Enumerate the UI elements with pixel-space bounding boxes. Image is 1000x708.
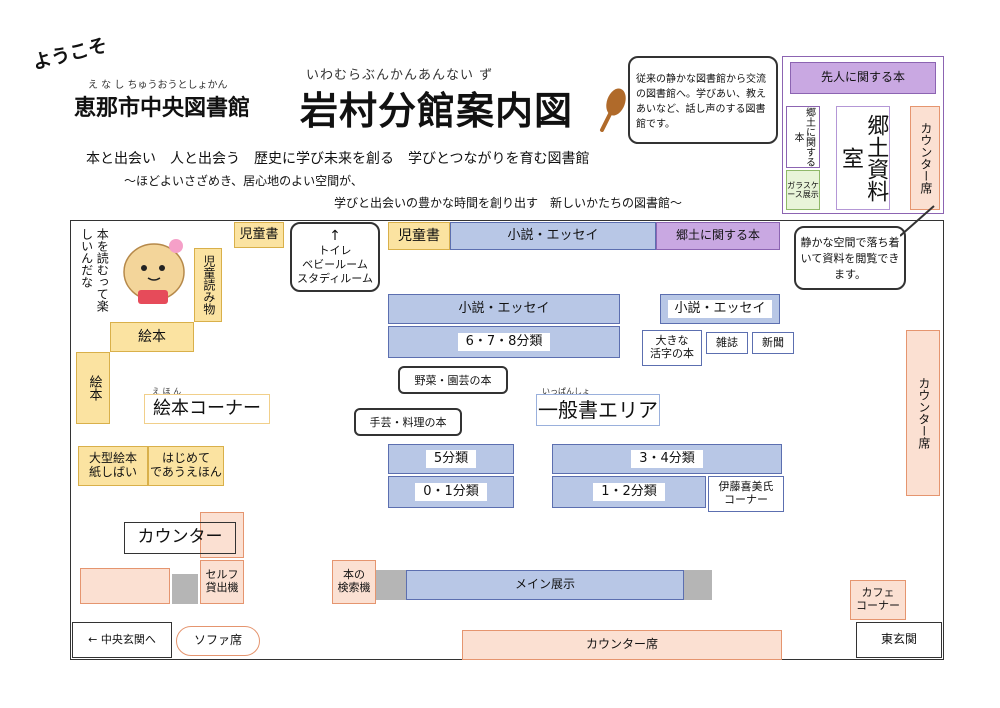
- subtitle-line-1: 〜ほどよいさざめき、居心地のよい空間が、: [124, 174, 363, 188]
- bunrui-678-label: 6・7・8分類: [457, 332, 551, 352]
- cafe-corner: カフェ コーナー: [850, 580, 906, 620]
- bunrui-678-shelf: 6・7・8分類: [388, 326, 620, 358]
- ehon-left-label: 絵本: [86, 375, 102, 401]
- ehon-corner-ruby: え ほ ん: [152, 387, 182, 396]
- kyodo-room-label: 郷土資料室: [838, 114, 889, 202]
- gray-block-mid-left: [376, 570, 406, 600]
- quiet-callout: 静かな空間で落ち着いて資料を閲覧できます。: [794, 226, 906, 290]
- ogata-ehon-shelf: 大型絵本 紙しばい: [78, 446, 148, 486]
- quiet-callout-pointer: [900, 205, 935, 237]
- counter-side-block: [200, 512, 244, 558]
- glass-case-display: ガラスケース展示: [786, 170, 820, 210]
- counter-label: カウンター: [137, 527, 223, 548]
- central-entrance[interactable]: ← 中央玄関へ: [72, 622, 172, 658]
- kyodo-room: 郷土資料室: [836, 106, 890, 210]
- ito-corner-shelf: 伊藤喜美氏 コーナー: [708, 476, 784, 512]
- restroom-text: トイレ ベビールーム スタディルーム: [297, 243, 373, 286]
- jido-shelf-mid: 児童書: [388, 222, 450, 250]
- ehon-shelf-left: 絵本: [76, 352, 110, 424]
- tanoshii-text: 本を読むって楽しいんだな: [79, 228, 110, 312]
- east-entrance[interactable]: 東玄関: [856, 622, 942, 658]
- kyodo-shelf-vertical: 郷土に関する本: [786, 106, 820, 168]
- library-name-ruby: え な し ちゅうおうとしょかん: [88, 80, 228, 91]
- large-print-shelf: 大きな 活字の本: [642, 330, 702, 366]
- central-entrance-label: ← 中央玄関へ: [88, 632, 156, 646]
- bunrui-01-shelf: 0・1分類: [388, 476, 514, 508]
- bunrui-5-label: 5分類: [425, 449, 477, 469]
- counter-seat-right: カウンター席: [906, 330, 940, 496]
- shosetsu-right-label: 小説・エッセイ: [668, 299, 772, 319]
- magazine-shelf: 雑誌: [706, 332, 748, 354]
- sofa-label: ソファ席: [193, 633, 242, 648]
- restroom-callout: ↑ トイレ ベビールーム スタディルーム: [290, 222, 380, 292]
- bunrui-34-shelf: 3・4分類: [552, 444, 782, 474]
- library-name: 恵那市中央図書館: [74, 96, 251, 121]
- ehon-corner-label: 絵本コーナー: [144, 394, 270, 424]
- title-ruby: いわむらぶんかんあんない ず: [306, 68, 494, 83]
- local-room-frame: [782, 56, 944, 214]
- book-search-terminal: 本の 検索機: [332, 560, 376, 604]
- east-entrance-label: 東玄関: [880, 632, 917, 647]
- left-bottom-seat: [80, 568, 170, 604]
- general-area-text: 一般書エリア: [538, 397, 658, 422]
- craft-callout: 手芸・料理の本: [354, 408, 462, 436]
- bunrui-12-label: 1・2分類: [593, 482, 665, 502]
- senjin-shelf: 先人に関する本: [790, 62, 936, 94]
- ehon-corner-text: 絵本コーナー: [153, 397, 261, 419]
- counter-seat-bottom: カウンター席: [462, 630, 782, 660]
- sofa-seats: ソファ席: [176, 626, 260, 656]
- self-checkout-machine: セルフ 貸出機: [200, 560, 244, 604]
- shosetsu-shelf-top: 小説・エッセイ: [450, 222, 656, 250]
- shosetsu-shelf-mid: 小説・エッセイ: [388, 294, 620, 324]
- concept-callout: 従来の静かな図書館から交流の図書館へ。学びあい、教えあいなど、話し声のする図書館…: [628, 56, 778, 144]
- vegetable-callout: 野菜・園芸の本: [398, 366, 508, 394]
- concept-text: 従来の静かな図書館から交流の図書館へ。学びあい、教えあいなど、話し声のする図書館…: [636, 74, 766, 130]
- bunrui-12-shelf: 1・2分類: [552, 476, 706, 508]
- craft-text: 手芸・料理の本: [369, 416, 447, 429]
- ehon-shelf-top: 絵本: [110, 322, 194, 352]
- bunrui-01-label: 0・1分類: [415, 482, 487, 502]
- main-display: メイン展示: [406, 570, 684, 600]
- up-arrow-icon: ↑: [329, 227, 341, 244]
- jido-yomimono-shelf: 児童読み物: [194, 248, 222, 322]
- mascot-icon: [123, 239, 185, 304]
- gray-block-mid-right: [684, 570, 712, 600]
- general-area-ruby: いっぱんしょ: [542, 387, 590, 396]
- vegetable-text: 野菜・園芸の本: [414, 374, 492, 387]
- quiet-text: 静かな空間で落ち着いて資料を閲覧できます。: [800, 236, 900, 281]
- tagline: 本と出会い 人と出会う 歴史に学び未来を創る 学びとつながりを育む図書館: [86, 151, 590, 167]
- hajimete-shelf: はじめて であうえほん: [148, 446, 224, 486]
- kyodo-shelf-top: 郷土に関する本: [656, 222, 780, 250]
- jido-shelf-left: 児童書: [234, 222, 284, 248]
- gray-block-left: [172, 574, 198, 604]
- newspaper-shelf: 新聞: [752, 332, 794, 354]
- counter-desk: カウンター: [124, 522, 236, 554]
- page-title: 岩村分館案内図: [300, 89, 574, 133]
- general-area-label: 一般書エリア: [536, 394, 660, 426]
- bunrui-5-shelf: 5分類: [388, 444, 514, 474]
- pencil-icon: [600, 88, 626, 132]
- counter-seat-top-right: カウンター席: [910, 106, 940, 210]
- bunrui-34-label: 3・4分類: [631, 449, 703, 469]
- subtitle-line-2: 学びと出会いの豊かな時間を創り出す 新しいかたちの図書館〜: [334, 196, 683, 210]
- welcome-text: ようこそ: [30, 34, 110, 75]
- shosetsu-shelf-right: 小説・エッセイ: [660, 294, 780, 324]
